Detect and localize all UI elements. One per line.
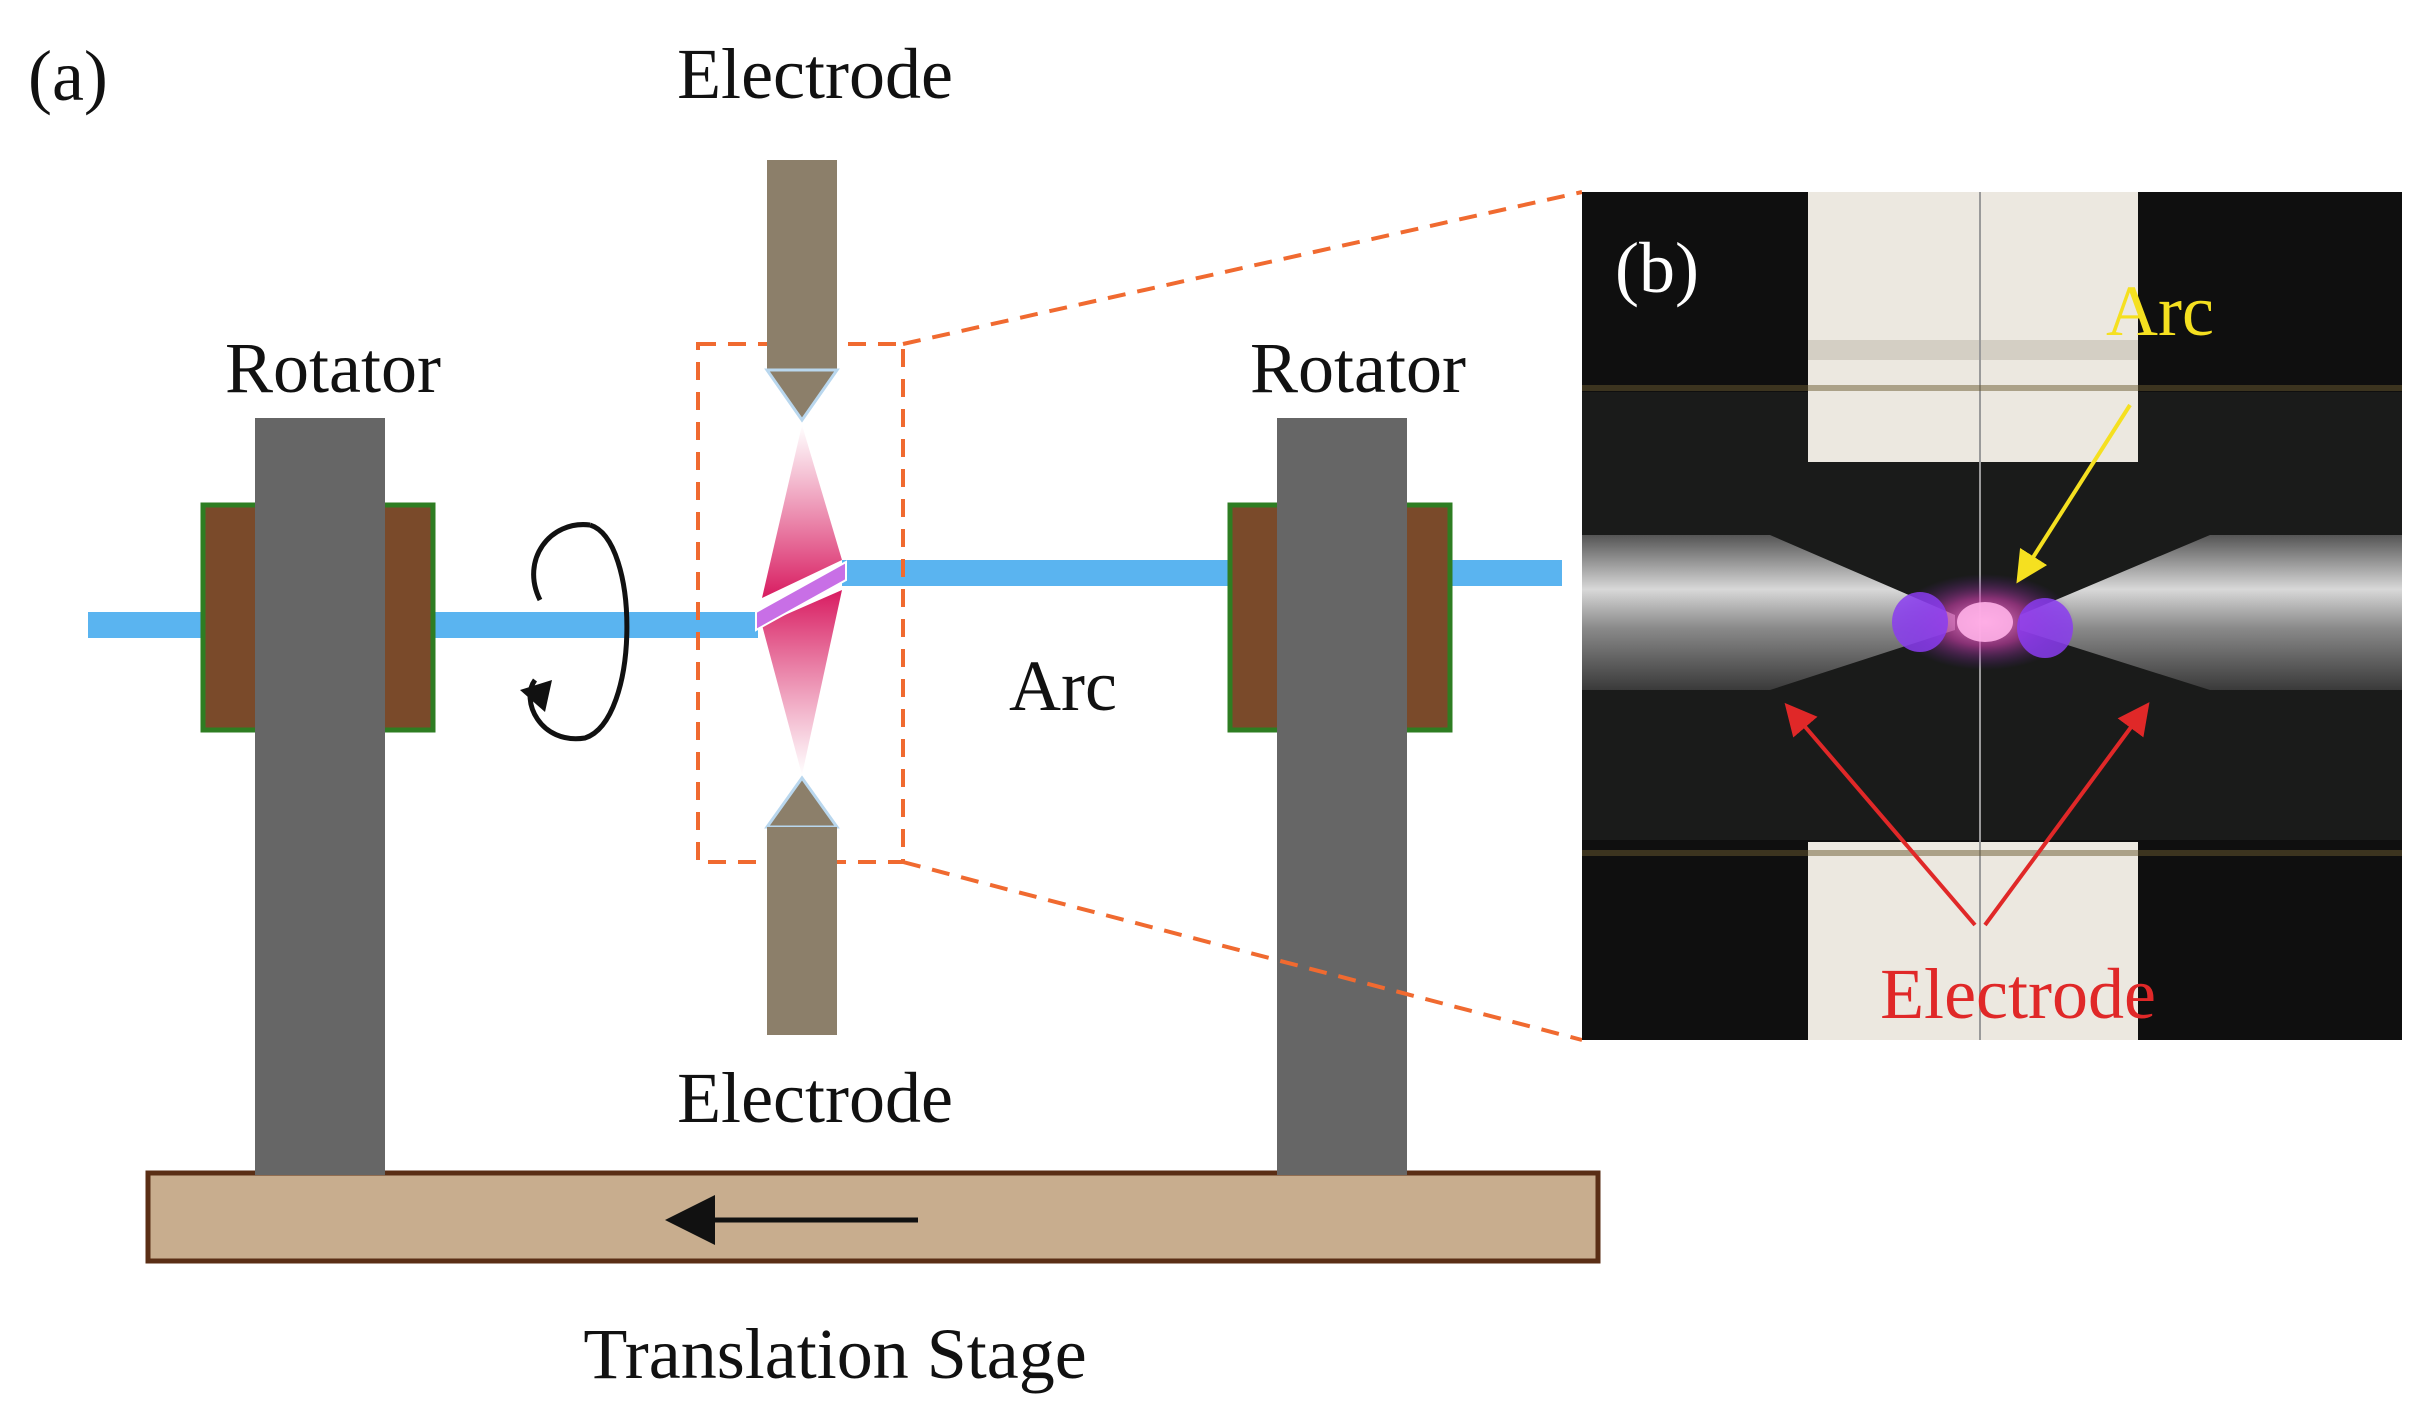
arc-photo (1582, 192, 2402, 1040)
rotator-left-label: Rotator (225, 328, 441, 408)
fiber-in-arc (755, 560, 847, 632)
photo-electrode-left (1582, 535, 1955, 690)
electrode-bottom-label: Electrode (677, 1058, 953, 1138)
arc-glow-top (762, 425, 842, 598)
rotation-arrow (527, 522, 630, 742)
photo-electrode-label: Electrode (1880, 954, 2156, 1034)
arc-glow-bottom (762, 590, 842, 775)
translation-stage-label: Translation Stage (583, 1314, 1086, 1394)
rotator-left-post (255, 418, 385, 1175)
photo-arc-arrow (2016, 403, 2132, 584)
zoom-line-bottom (902, 860, 1583, 1042)
v-groove-block-bottom (1808, 842, 2138, 1040)
zoom-line-top (902, 190, 1583, 346)
electrode-bottom-tip (764, 775, 840, 829)
arc-label: Arc (1009, 646, 1117, 726)
electrode-top-label: Electrode (677, 34, 953, 114)
rotation-arrowhead (520, 680, 552, 712)
photo-arc-label: Arc (2106, 271, 2214, 351)
panel-a-label: (a) (28, 36, 108, 116)
rotator-right-label: Rotator (1250, 328, 1466, 408)
fiber-right (842, 560, 1562, 586)
translation-stage (145, 1170, 1601, 1264)
v-groove-block-top (1808, 192, 2138, 462)
electrode-top-body (767, 160, 837, 370)
rotator-right-post (1277, 418, 1407, 1175)
panel-b-label: (b) (1615, 228, 1699, 308)
photo-electrode-arrow-left (1784, 702, 1977, 927)
electrode-top-tip (764, 368, 840, 423)
electrode-bottom-body (767, 827, 837, 1035)
photo-electrode-right (2020, 535, 2402, 690)
rotation-arrow-top (531, 522, 591, 602)
photo-electrode-arrow-right (1983, 702, 2150, 927)
